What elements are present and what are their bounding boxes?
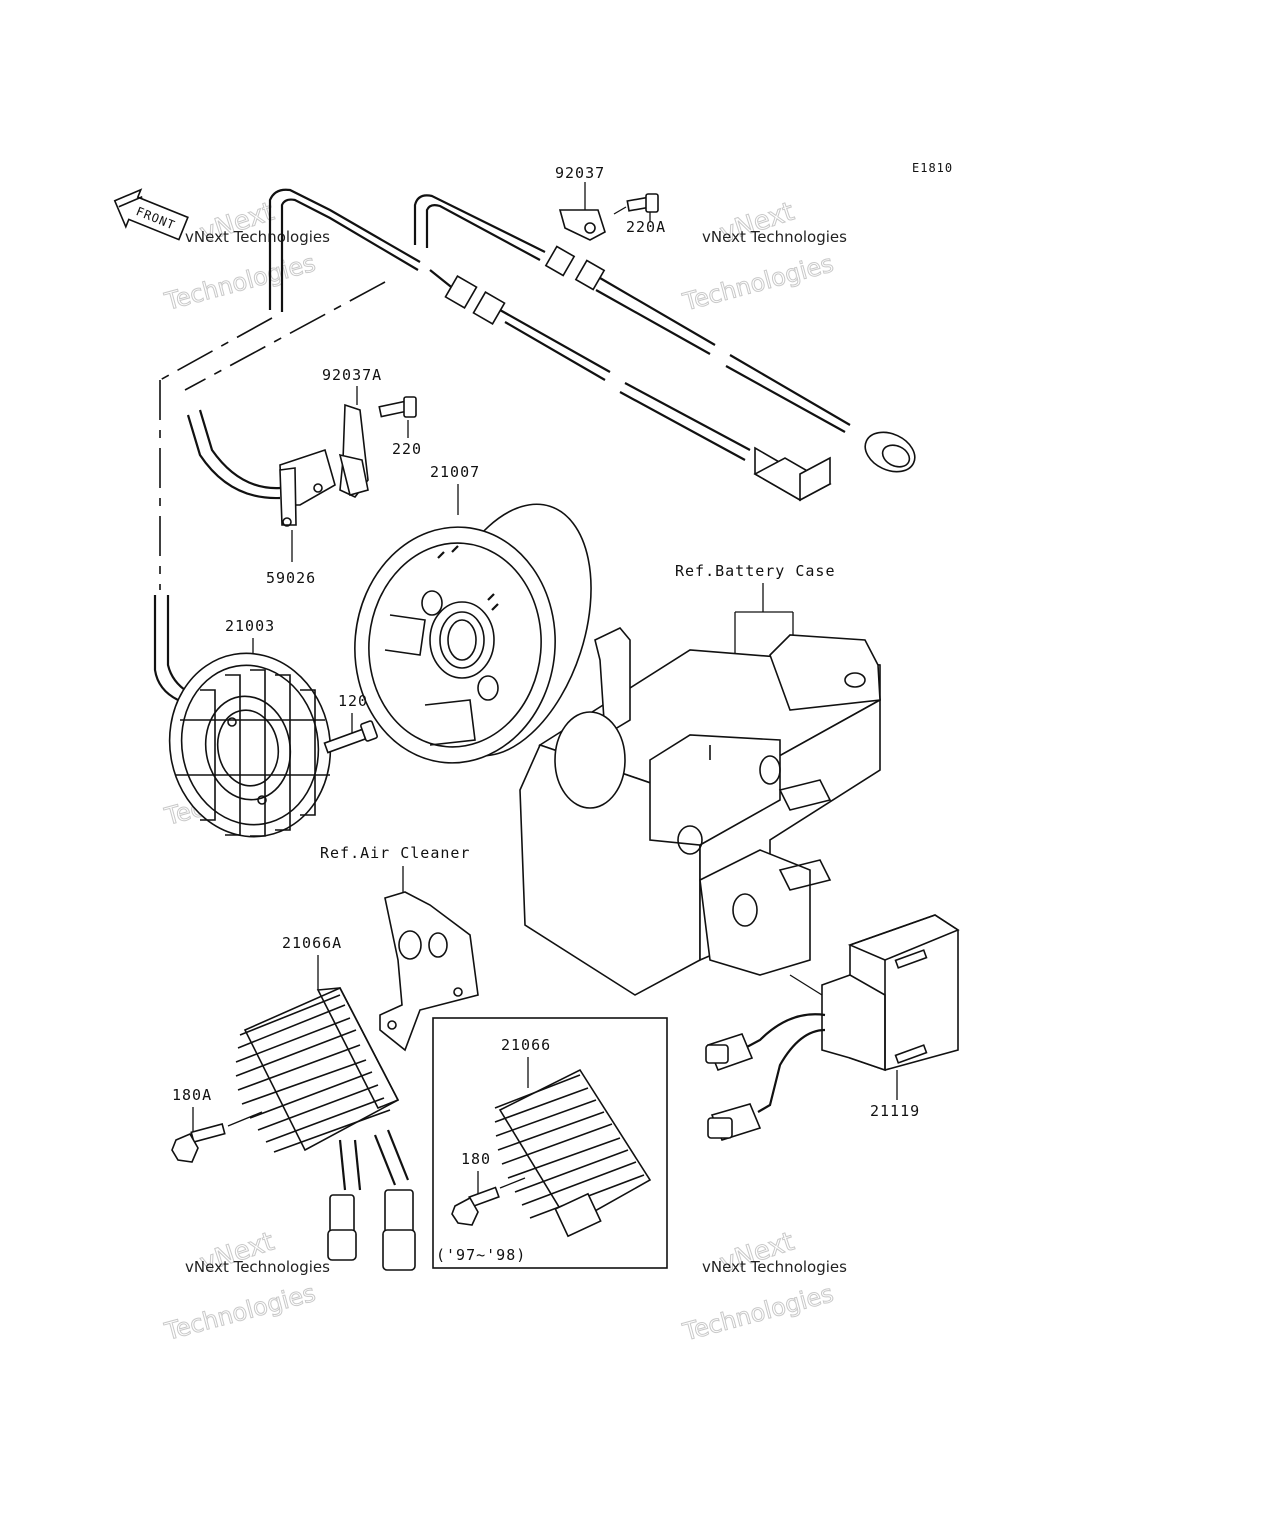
watermark-top-right: vNext vNext Technologies Technologies bbox=[679, 196, 847, 317]
front-arrow-icon: FRONT bbox=[113, 188, 189, 241]
label-120: 120 bbox=[338, 692, 368, 710]
battery-case bbox=[519, 627, 881, 996]
bolt-220 bbox=[378, 396, 417, 418]
label-92037A: 92037A bbox=[322, 366, 382, 384]
harness-connector-upper bbox=[864, 431, 916, 473]
svg-text:vNext Technologies: vNext Technologies bbox=[702, 1258, 847, 1276]
regulator-21066A bbox=[235, 986, 416, 1271]
pickup-coil-59026 bbox=[186, 409, 336, 527]
bolt-220A bbox=[626, 193, 659, 213]
svg-text:vNext Technologies: vNext Technologies bbox=[185, 228, 330, 246]
label-21119: 21119 bbox=[870, 1102, 920, 1120]
inset-box-97-98 bbox=[432, 1017, 668, 1269]
diagram-code: E1810 bbox=[912, 161, 953, 175]
svg-text:vNext Technologies: vNext Technologies bbox=[702, 228, 847, 246]
ref-battery-case-label: Ref.Battery Case bbox=[675, 562, 836, 580]
rotor-21007 bbox=[354, 503, 592, 764]
ref-air-cleaner-label: Ref.Air Cleaner bbox=[320, 844, 470, 862]
svg-text:Technologies: Technologies bbox=[679, 1279, 836, 1346]
svg-text:vNext Technologies: vNext Technologies bbox=[185, 1258, 330, 1276]
bolt-180A bbox=[171, 1123, 226, 1163]
svg-text:Technologies: Technologies bbox=[161, 1279, 318, 1346]
label-59026: 59026 bbox=[266, 569, 316, 587]
harness-connector-lower bbox=[753, 446, 832, 502]
air-cleaner-bracket bbox=[379, 891, 479, 1052]
igniter-21119 bbox=[705, 914, 960, 1141]
regulator-21066 bbox=[494, 1068, 652, 1238]
label-21066: 21066 bbox=[501, 1036, 551, 1054]
label-220: 220 bbox=[392, 440, 422, 458]
label-21066A: 21066A bbox=[282, 934, 342, 952]
stator-21003 bbox=[153, 595, 332, 838]
year-note: ('97~'98) bbox=[436, 1246, 526, 1264]
bolt-180 bbox=[451, 1186, 500, 1226]
clamp-92037A bbox=[338, 403, 369, 498]
bolt-120 bbox=[323, 720, 378, 754]
watermark-bottom-left: vNext vNext Technologies Technologies bbox=[161, 1226, 330, 1346]
label-21003: 21003 bbox=[225, 617, 275, 635]
watermark-bottom-right: vNext vNext Technologies Technologies bbox=[679, 1226, 847, 1347]
bracket-92037 bbox=[558, 209, 606, 241]
label-180: 180 bbox=[461, 1150, 491, 1168]
label-92037: 92037 bbox=[555, 164, 605, 182]
label-21007: 21007 bbox=[430, 463, 480, 481]
wiring-harness bbox=[159, 188, 916, 590]
svg-text:Technologies: Technologies bbox=[679, 249, 836, 316]
svg-text:Technologies: Technologies bbox=[161, 249, 318, 316]
label-220A: 220A bbox=[626, 218, 666, 236]
watermark-top-left: vNext vNext Technologies Technologies bbox=[161, 196, 330, 316]
label-180A: 180A bbox=[172, 1086, 212, 1104]
